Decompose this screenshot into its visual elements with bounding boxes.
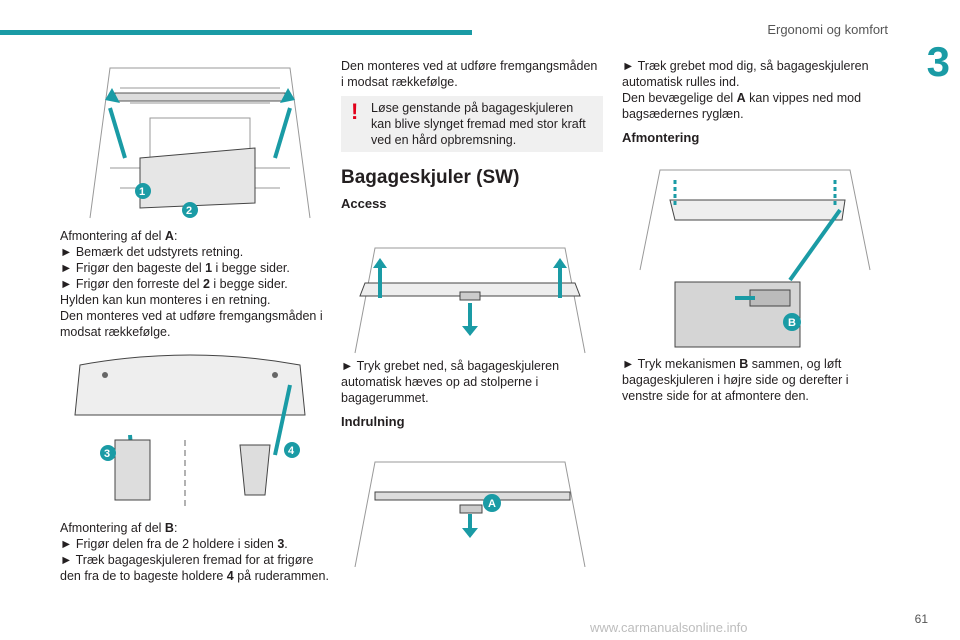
col1-text-b: Afmontering af del B: ► Frigør delen fra… bbox=[60, 520, 330, 584]
watermark: www.carmanualsonline.info bbox=[590, 620, 748, 635]
chapter-number: 3 bbox=[926, 38, 950, 85]
callout-4-label: 4 bbox=[288, 445, 295, 457]
col2-text: ► Tryk grebet ned, så bagageskjuleren au… bbox=[341, 358, 601, 430]
subheading-access: Access bbox=[341, 196, 387, 211]
callout-2-label: 2 bbox=[186, 205, 192, 217]
callout-a-label: A bbox=[488, 498, 496, 510]
step-release-front: ► Frigør den forreste del 2 i begge side… bbox=[60, 277, 288, 291]
section-heading: Bagageskjuler (SW) bbox=[341, 167, 520, 188]
col1-text-a: Afmontering af del A: ► Bemærk det udsty… bbox=[60, 228, 330, 340]
para-movable-part: Den bevægelige del A kan vippes ned mod … bbox=[622, 91, 862, 121]
page-number: 61 bbox=[914, 612, 928, 626]
callout-1-label: 1 bbox=[139, 186, 145, 198]
callout-4 bbox=[284, 442, 300, 458]
para-removal-b: Afmontering af del B: bbox=[60, 521, 178, 535]
col2-headings: Bagageskjuler (SW) Access bbox=[341, 167, 601, 212]
step-pull-handle: ► Træk grebet mod dig, så bagageskjulere… bbox=[622, 59, 869, 89]
step-pull-forward: ► Træk bagageskjuleren fremad for at fri… bbox=[60, 553, 329, 583]
para-removal-a: Afmontering af del A: bbox=[60, 229, 178, 243]
subheading-removal: Afmontering bbox=[622, 130, 700, 145]
header-accent-bar bbox=[0, 30, 472, 35]
callout-2 bbox=[182, 202, 198, 218]
callout-a bbox=[483, 494, 501, 512]
note-one-direction: Hylden kan kun monteres i en retning. bbox=[60, 293, 271, 307]
warning-icon: ! bbox=[351, 99, 359, 124]
step-release-side-holders: ► Frigør delen fra de 2 holdere i siden … bbox=[60, 537, 288, 551]
warning-text: Løse genstande på bagageskjuleren kan bl… bbox=[371, 101, 586, 147]
figure-cover-access bbox=[354, 247, 586, 354]
step-note-direction: ► Bemærk det udstyrets retning. bbox=[60, 245, 244, 259]
figure-parcel-shelf-removal-b: 3 4 bbox=[74, 354, 306, 510]
figure-parcel-shelf-removal-a: 1 2 bbox=[89, 67, 311, 219]
step-press-handle: ► Tryk grebet ned, så bagageskjuleren au… bbox=[341, 359, 560, 405]
col3-text-a: ► Træk grebet mod dig, så bagageskjulere… bbox=[622, 58, 890, 146]
warning-box: ! Løse genstande på bagageskjuleren kan … bbox=[341, 96, 603, 152]
subheading-roll-in: Indrulning bbox=[341, 414, 405, 429]
figure-cover-removal: B bbox=[639, 169, 871, 348]
step-press-mechanism: ► Tryk mekanismen B sammen, og løft baga… bbox=[622, 357, 849, 403]
callout-3-label: 3 bbox=[104, 448, 110, 460]
callout-3 bbox=[100, 445, 116, 461]
callout-b bbox=[783, 313, 801, 331]
col2-intro: Den monteres ved at udføre fremgangsmåde… bbox=[341, 58, 601, 90]
para-reverse-mount: Den monteres ved at udføre fremgangsmåde… bbox=[341, 59, 598, 89]
callout-1 bbox=[135, 183, 151, 199]
figure-cover-roll-in: A bbox=[354, 461, 586, 567]
step-release-rear: ► Frigør den bageste del 1 i begge sider… bbox=[60, 261, 290, 275]
col3-text-b: ► Tryk mekanismen B sammen, og løft baga… bbox=[622, 356, 890, 404]
section-title: Ergonomi og komfort bbox=[767, 22, 888, 37]
note-reverse: Den monteres ved at udføre fremgangsmåde… bbox=[60, 309, 323, 339]
callout-b-label: B bbox=[788, 317, 796, 329]
